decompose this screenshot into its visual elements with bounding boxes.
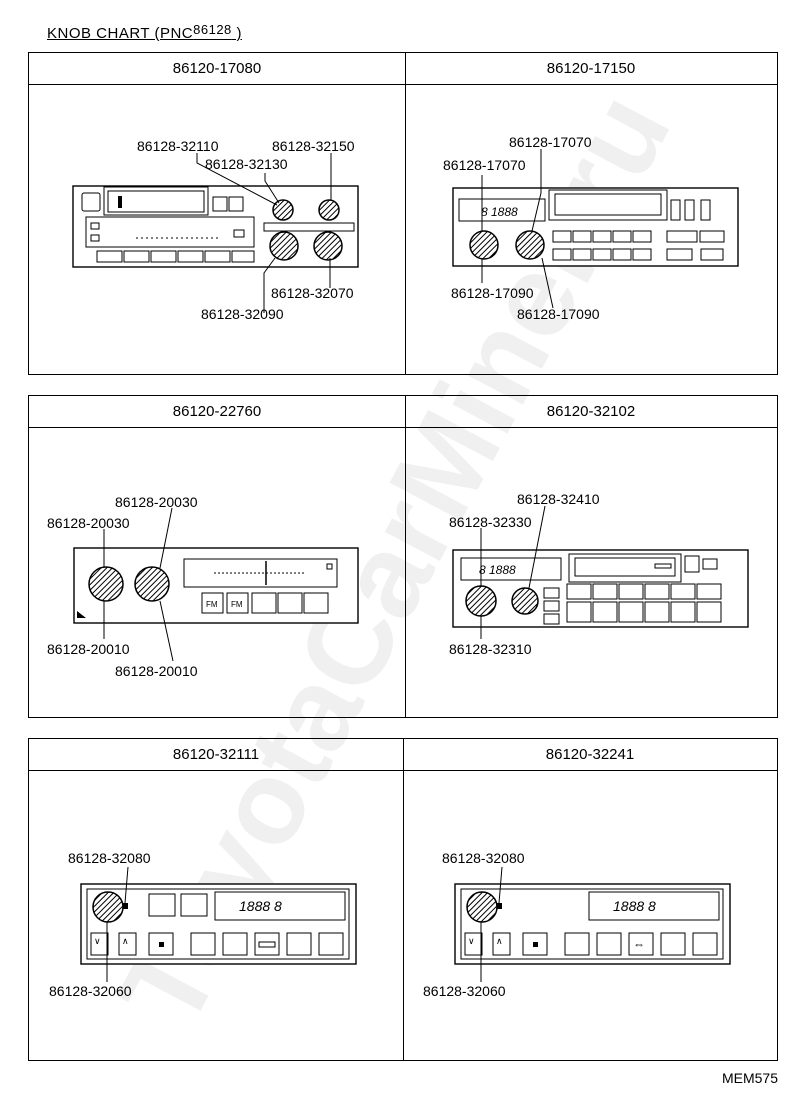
knob-icon (92, 891, 124, 923)
part-label: 86128-20010 (47, 641, 130, 657)
display-readout: 8 1888 (479, 563, 516, 577)
part-label: 86128-32080 (442, 850, 525, 866)
part-label: 86128-17070 (509, 134, 592, 150)
part-label: 86128-32150 (272, 138, 355, 154)
display-readout: 1888 8 (239, 898, 282, 914)
knob-icon (313, 231, 343, 261)
radio-diagram-86120-32241: 1888 8 ⇔ ∨ ∧ 86128-32080 86128-32060 (423, 850, 731, 999)
part-label: 86128-20010 (115, 663, 198, 679)
knob-icon (465, 585, 497, 617)
radio-diagram-86120-32102: 8 1888 86128-3241 (449, 491, 749, 657)
panel-header: 86120-17080 (29, 53, 405, 85)
knob-chart-row-2: 86120-22760 FM FM 86128-20030 (28, 395, 778, 718)
arrow-left-right-icon: ⇔ (633, 937, 645, 951)
part-label: 86128-17090 (451, 285, 534, 301)
panel-header: 86120-32111 (29, 739, 403, 771)
radio-diagram-86120-17080: 86128-32110 86128-32150 86128-32130 8612… (72, 138, 359, 322)
knob-icon (466, 891, 498, 923)
knob-icon (272, 199, 294, 221)
part-label: 86128-32130 (205, 156, 288, 172)
display-readout: 8 1888 (481, 205, 518, 219)
knob-icon (511, 587, 539, 615)
knob-icon (269, 231, 299, 261)
panel-86120-32241: 86120-32241 1888 8 ⇔ ∨ ∧ 86128-32080 (403, 739, 777, 1060)
part-label: 86128-32070 (271, 285, 354, 301)
button-label: FM (206, 600, 218, 609)
panel-86120-17080: 86120-17080 (29, 53, 405, 374)
button-label: FM (231, 600, 243, 609)
page-title: KNOB CHART (PNC86128 ) (47, 22, 242, 42)
knob-icon (88, 566, 124, 602)
knob-icon (134, 566, 170, 602)
chevron-down-icon: ∨ (468, 936, 475, 946)
knob-icon (515, 230, 545, 260)
part-label: 86128-32060 (423, 983, 506, 999)
panel-header: 86120-32241 (403, 739, 777, 771)
radio-diagram-86120-22760: FM FM 86128-20030 86128-20030 86128-2001… (47, 494, 359, 679)
panel-header: 86120-32102 (405, 396, 777, 428)
panel-86120-22760: 86120-22760 FM FM 86128-20030 (29, 396, 405, 717)
panel-86120-17150: 86120-17150 8 1888 (405, 53, 777, 374)
knob-icon (469, 230, 499, 260)
page-code: MEM575 (721, 1070, 778, 1086)
chevron-up-icon: ∧ (496, 936, 503, 946)
part-label: 86128-17090 (517, 306, 600, 322)
panel-header: 86120-17150 (405, 53, 777, 85)
part-label: 86128-20030 (115, 494, 198, 510)
part-label: 86128-32110 (137, 138, 219, 154)
knob-chart-row-3: 86120-32111 1888 8 ∨ ∧ 86 (28, 738, 778, 1061)
part-label: 86128-32060 (49, 983, 132, 999)
part-label: 86128-17070 (443, 157, 526, 173)
panel-86120-32111: 86120-32111 1888 8 ∨ ∧ 86 (29, 739, 403, 1060)
part-label: 86128-32310 (449, 641, 532, 657)
part-label: 86128-20030 (47, 515, 130, 531)
panel-86120-32102: 86120-32102 8 1888 (405, 396, 777, 717)
knob-icon (318, 199, 340, 221)
part-label: 86128-32330 (449, 514, 532, 530)
radio-diagram-86120-32111: 1888 8 ∨ ∧ 86128-32080 86128-32060 (49, 850, 357, 999)
part-label: 86128-32410 (517, 491, 600, 507)
part-label: 86128-32090 (201, 306, 284, 322)
chevron-down-icon: ∨ (94, 936, 101, 946)
chevron-up-icon: ∧ (122, 936, 129, 946)
display-readout: 1888 8 (613, 898, 656, 914)
knob-chart-row-1: 86120-17080 (28, 52, 778, 375)
radio-diagram-86120-17150: 8 1888 (443, 134, 739, 322)
part-label: 86128-32080 (68, 850, 151, 866)
panel-header: 86120-22760 (29, 396, 405, 428)
